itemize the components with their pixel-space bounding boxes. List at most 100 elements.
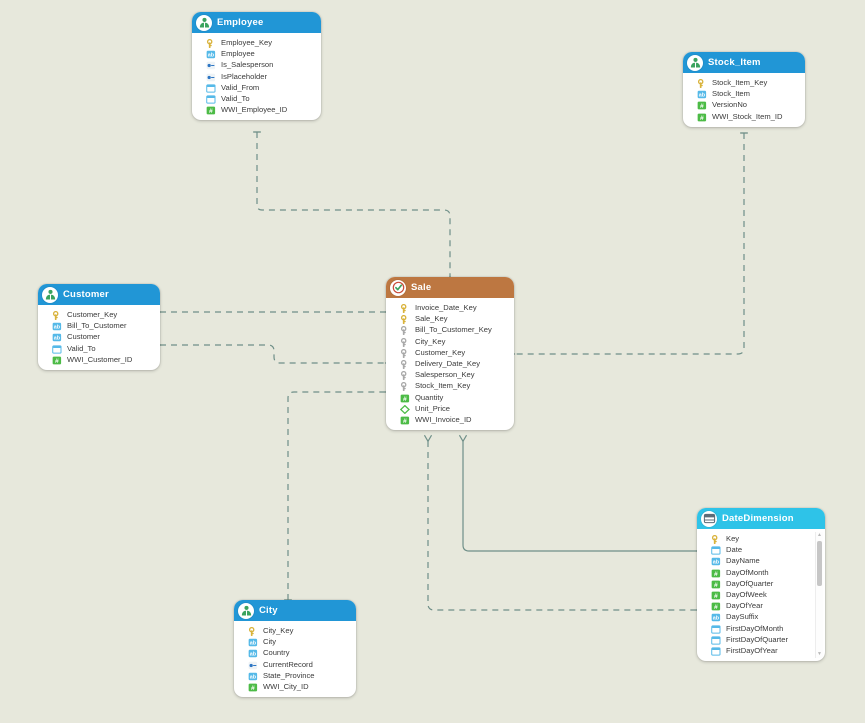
field-name: Customer <box>67 332 100 342</box>
field-row[interactable]: Valid_To <box>195 93 318 104</box>
entity-title: DateDimension <box>722 513 794 524</box>
key-foreign-icon <box>400 359 411 370</box>
field-row[interactable]: Date <box>700 544 813 555</box>
field-name: Invoice_Date_Key <box>415 303 477 312</box>
field-row[interactable]: FirstDayOfMonth <box>700 623 813 634</box>
key-primary-icon <box>711 534 722 545</box>
text-ab-icon: ab <box>248 648 259 658</box>
field-name: Employee_Key <box>221 38 273 47</box>
field-row[interactable]: Employee_Key <box>195 37 318 49</box>
field-name: City <box>263 637 277 647</box>
date-calendar-icon <box>52 344 63 354</box>
date-calendar-icon <box>711 624 722 634</box>
check-circle-icon <box>390 279 406 296</box>
field-row[interactable]: City_Key <box>237 625 353 637</box>
date-calendar-icon <box>206 83 217 93</box>
entity-title: Sale <box>411 282 432 293</box>
field-name: Unit_Price <box>415 403 451 413</box>
field-row[interactable]: #DayOfQuarter <box>700 578 813 589</box>
key-foreign-icon <box>400 325 411 336</box>
svg-text:#: # <box>209 108 213 115</box>
entity-header-stock_item[interactable]: Stock_Item <box>683 52 805 73</box>
field-row[interactable]: Valid_From <box>195 82 318 93</box>
svg-text:#: # <box>403 395 407 402</box>
link-sale-datedimension-solid <box>458 434 704 556</box>
svg-text:ab: ab <box>713 616 720 622</box>
field-row[interactable]: Salesperson_Key <box>389 369 511 381</box>
field-name: Stock_Item_Key <box>415 381 471 391</box>
field-row[interactable]: Delivery_Date_Key <box>389 358 511 370</box>
field-row[interactable]: Customer_Key <box>389 347 511 358</box>
date-calendar-icon <box>711 646 722 656</box>
field-row[interactable]: #VersionNo <box>686 99 802 110</box>
scrollbar-thumb[interactable] <box>817 541 822 586</box>
entity-header-city[interactable]: City <box>234 600 356 621</box>
field-row[interactable]: ab City <box>237 636 353 647</box>
field-name: Customer_Key <box>415 347 466 357</box>
field-row[interactable]: Valid_To <box>41 343 157 354</box>
field-row[interactable]: Stock_Item_Key <box>389 380 511 392</box>
number-hash-icon: # <box>400 393 411 402</box>
entity-header-sale[interactable]: Sale <box>386 277 514 298</box>
field-name: CurrentRecord <box>263 659 313 669</box>
field-row[interactable]: FirstDayOfQuarter <box>700 634 813 645</box>
field-row[interactable]: #DayOfWeek <box>700 589 813 600</box>
field-row[interactable]: # DayOfYear <box>700 600 813 611</box>
field-row[interactable]: #DayOfMonth <box>700 567 813 578</box>
field-name: DayOfYear <box>726 601 763 611</box>
field-row[interactable]: #WWI_City_ID <box>237 681 353 692</box>
text-ab-icon: ab <box>52 321 63 331</box>
key-primary-icon <box>206 38 217 49</box>
field-row[interactable]: #WWI_Invoice_ID <box>389 414 511 425</box>
field-row[interactable]: IsPlaceholder <box>195 71 318 82</box>
svg-text:ab: ab <box>54 325 61 331</box>
field-row[interactable]: Bill_To_Customer_Key <box>389 324 511 336</box>
svg-text:#: # <box>55 358 59 365</box>
scroll-up-arrow-icon[interactable]: ▲ <box>817 532 822 538</box>
field-name: FirstDayOfQuarter <box>726 634 789 644</box>
field-name: Sale_Key <box>415 314 448 324</box>
entity-header-customer[interactable]: Customer <box>38 284 160 305</box>
scroll-down-arrow-icon[interactable]: ▼ <box>817 651 822 658</box>
field-row[interactable]: Key <box>700 533 813 545</box>
vertical-scrollbar[interactable]: ▲▼ <box>815 532 823 659</box>
field-row[interactable]: #WWI_Stock_Item_ID <box>686 111 802 122</box>
entity-header-datedimension[interactable]: DateDimension <box>697 508 825 529</box>
field-row[interactable]: #WWI_Customer_ID <box>41 354 157 365</box>
field-row[interactable]: Stock_Item_Key <box>686 77 802 89</box>
svg-text:ab: ab <box>250 641 257 647</box>
text-ab-icon: ab <box>697 89 708 99</box>
text-ab-icon: ab <box>711 556 722 566</box>
field-row[interactable]: City_Key <box>389 336 511 347</box>
number-hash-icon: # <box>400 415 411 425</box>
field-row[interactable]: CurrentRecord <box>237 659 353 670</box>
field-row[interactable]: Unit_Price <box>389 403 511 415</box>
field-row[interactable]: FirstDayOfYear <box>700 645 813 656</box>
entity-header-employee[interactable]: Employee <box>192 12 321 33</box>
field-row[interactable]: Is_Salesperson <box>195 59 318 70</box>
field-name: Stock_Item_Key <box>712 78 768 87</box>
link-stockitem-sale <box>507 132 748 359</box>
field-row[interactable]: Sale_Key <box>389 313 511 325</box>
field-row[interactable]: Customer_Key <box>41 309 157 321</box>
field-row[interactable]: #Quantity <box>389 392 511 403</box>
field-row[interactable]: Invoice_Date_Key <box>389 302 511 314</box>
number-hash-icon: # <box>711 601 722 611</box>
number-hash-icon: # <box>697 112 708 121</box>
field-row[interactable]: #WWI_Employee_ID <box>195 104 318 115</box>
